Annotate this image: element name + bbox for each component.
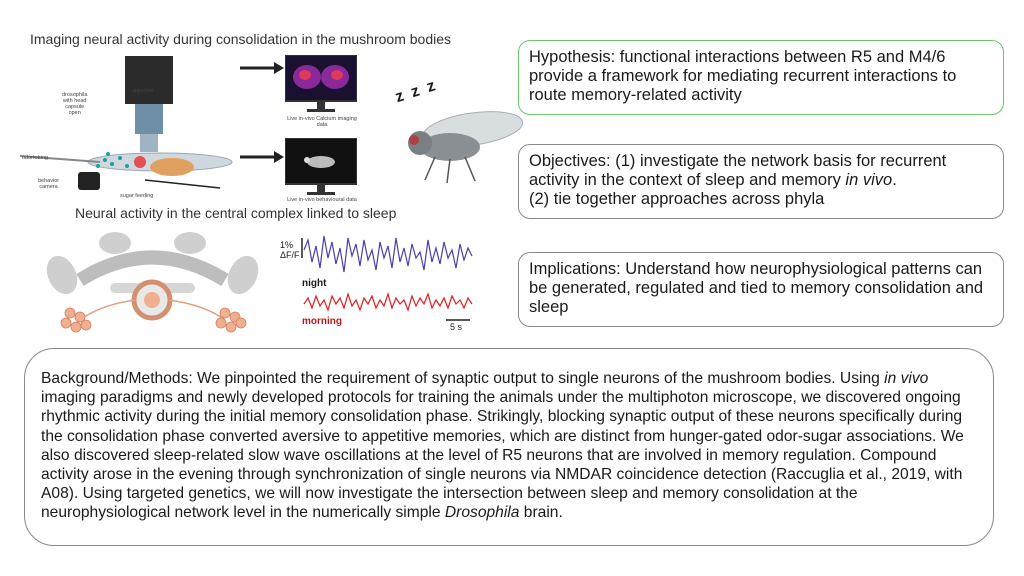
microscope-body [125, 56, 173, 104]
objectives-text-2: (2) tie together approaches across phyla [529, 190, 825, 208]
hypothesis-text: Hypothesis: functional interactions betw… [529, 48, 957, 104]
background-text-3: brain. [519, 504, 563, 522]
label-odortubing: odortubing [22, 155, 48, 161]
label-time-scale: 5 s [450, 322, 463, 332]
background-in-vivo: in vivo [884, 370, 929, 387]
label-behavior-camera: behavior camera [38, 178, 60, 190]
label-sugar-feeding: sugar feeding [120, 193, 154, 199]
monitor-calcium-imaging [285, 55, 357, 112]
microscope-setup-illustration [20, 56, 233, 190]
background-methods-box: Background/Methods: We pinpointed the re… [24, 348, 994, 546]
label-objective: objective [132, 88, 154, 94]
arrow-right-bottom-icon [240, 151, 284, 163]
monitor-top-caption: Live in-vivo Calcium imaging data [287, 116, 357, 128]
background-drosophila: Drosophila [444, 504, 520, 522]
objectives-text-1: Objectives: (1) investigate the network … [529, 152, 947, 189]
implications-text: Implications: Understand how neurophysio… [529, 260, 984, 316]
background-text-2: imaging paradigms and newly developed pr… [41, 389, 964, 522]
drosophila-body [150, 158, 194, 176]
morning-trace [303, 291, 473, 312]
objective-tip [140, 134, 158, 152]
odor-particles [96, 152, 129, 168]
caption-mushroom-bodies: Imaging neural activity during consolida… [30, 31, 452, 47]
trace-scale-label: 1% ΔF/F [280, 240, 300, 260]
night-trace [303, 235, 473, 273]
background-text-1: Background/Methods: We pinpointed the re… [41, 370, 885, 387]
objectives-box: Objectives: (1) investigate the network … [518, 144, 1004, 219]
central-complex-diagram [46, 232, 259, 333]
caption-central-complex: Neural activity in the central complex l… [75, 205, 397, 221]
monitor-bottom-caption: Live in-vivo behavioural data [287, 197, 357, 203]
fly-head-red-dot [134, 156, 146, 168]
sleeping-fly-illustration [408, 111, 524, 184]
sugar-feeding-line [144, 179, 221, 189]
objective-lens [135, 104, 163, 134]
implications-box: Implications: Understand how neurophysio… [518, 252, 1004, 327]
behavior-camera [78, 172, 100, 190]
label-night: night [302, 278, 327, 289]
label-morning: morning [302, 316, 342, 327]
monitor-behavioural [285, 138, 357, 195]
objectives-in-vivo: in vivo [845, 171, 893, 189]
arrow-right-top-icon [240, 62, 284, 74]
objectives-period: . [892, 171, 897, 189]
odor-tube [20, 155, 101, 163]
activity-traces [301, 235, 473, 321]
hypothesis-box: Hypothesis: functional interactions betw… [518, 40, 1004, 115]
label-drosophila: drosophila with head capsule open [62, 92, 88, 116]
